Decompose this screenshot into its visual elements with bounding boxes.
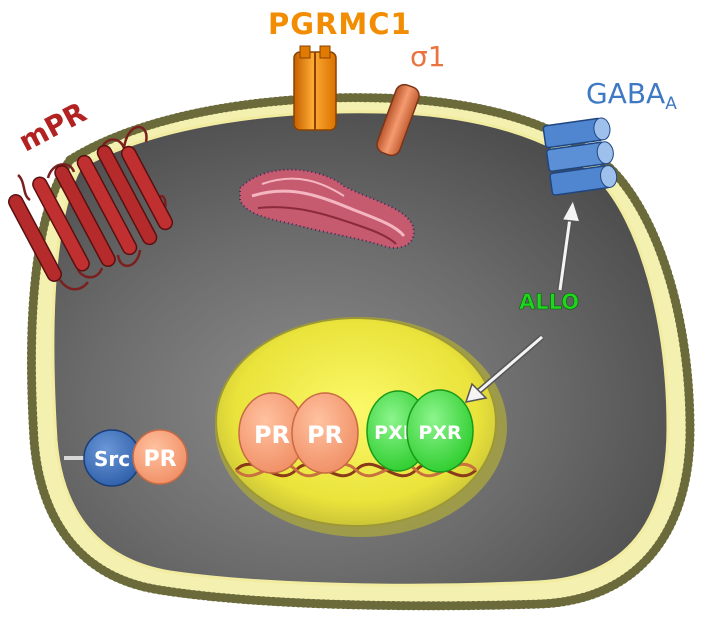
sigma1-protein [376, 83, 420, 157]
nuclear-pr-2-label: PR [307, 421, 343, 449]
pxr-front-label: PXR [418, 422, 462, 444]
pgrmc1-protein [293, 45, 337, 131]
mpr-label: mPR [13, 96, 91, 159]
cytoplasmic-pr [132, 429, 188, 485]
endoplasmic-reticulum [239, 168, 415, 249]
sigma1-label: σ1 [410, 40, 446, 73]
pxr-back-label: PXI [374, 422, 410, 444]
gaba-a-receptor [542, 117, 618, 196]
pxr-front [406, 389, 474, 473]
mpr-receptor [8, 125, 174, 291]
allo-to-gaba-arrow [557, 198, 582, 291]
allo-label: ALLO [519, 290, 579, 314]
allo-to-pxr-arrow [464, 334, 544, 403]
cytoplasmic-pr-label: PR [143, 447, 176, 472]
gaba-label: GABAA [586, 77, 677, 114]
src-label: Src [94, 447, 130, 471]
pgrmc1-label: PGRMC1 [268, 7, 412, 41]
nuclear-pr-1-label: PR [254, 421, 290, 449]
gaba-label-main: GABA [586, 77, 665, 110]
gaba-label-subscript: A [665, 94, 677, 114]
nuclear-pr-2 [291, 392, 359, 474]
